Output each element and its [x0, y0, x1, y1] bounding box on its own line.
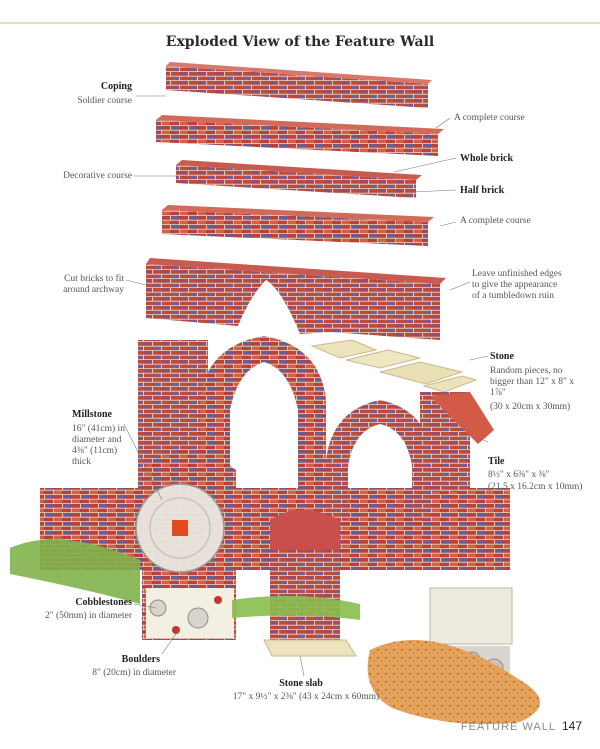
label-cut-bricks: Cut bricks to fit around archway	[63, 274, 124, 295]
leader-lines	[123, 95, 489, 677]
label-stone-slab-desc: 17" x 9½" x 2⅜" (43 x 24cm x 60mm)	[232, 692, 380, 702]
label-complete-course-2: A complete course	[460, 216, 531, 226]
label-millstone: Millstone	[72, 409, 112, 420]
label-soldier-course: Soldier course	[77, 96, 132, 106]
label-complete-course-1: A complete course	[454, 113, 525, 123]
label-half-brick: Half brick	[460, 185, 505, 196]
cut-brick-block	[146, 258, 446, 340]
label-stone: Stone	[490, 351, 514, 362]
page-footer: FEATURE WALL 147	[461, 719, 582, 733]
label-tile-metric: (21.5 x 16.2cm x 10mm)	[488, 482, 583, 492]
complete-course-lower	[162, 205, 434, 246]
complete-course-top	[156, 115, 444, 156]
label-tile-desc: 8½" x 6⅜" x ⅜"	[488, 470, 550, 480]
central-pillar	[263, 510, 357, 657]
footer-page-number: 147	[561, 719, 582, 733]
label-stone-desc: Random pieces, no bigger than 12" x 8" x…	[490, 366, 575, 398]
page-title: Exploded View of the Feature Wall	[165, 34, 435, 50]
coping-course	[166, 62, 432, 108]
label-whole-brick: Whole brick	[460, 153, 514, 164]
label-stone-slab: Stone slab	[279, 678, 323, 689]
label-leave-unfinished: Leave unfinished edges to give the appea…	[472, 269, 562, 301]
label-boulders: Boulders	[121, 654, 160, 665]
stone-pieces	[310, 339, 478, 393]
label-cobblestones: Cobblestones	[75, 597, 132, 608]
decorative-course	[176, 160, 422, 198]
label-decorative-course: Decorative course	[63, 171, 132, 181]
ground	[10, 539, 540, 725]
label-tile: Tile	[488, 456, 505, 467]
top-rule	[0, 22, 600, 24]
millstone-pillar	[135, 450, 236, 640]
footer-section: FEATURE WALL	[460, 721, 556, 733]
label-cobblestones-desc: 2" (50mm) in diameter	[45, 611, 132, 621]
label-millstone-desc: 16" (41cm) in diameter and 4⅜" (11cm) th…	[72, 424, 125, 467]
label-coping: Coping	[100, 81, 132, 92]
label-stone-metric: (30 x 20cm x 30mm)	[490, 402, 571, 412]
label-boulders-desc: 8" (20cm) in diameter	[92, 668, 176, 678]
